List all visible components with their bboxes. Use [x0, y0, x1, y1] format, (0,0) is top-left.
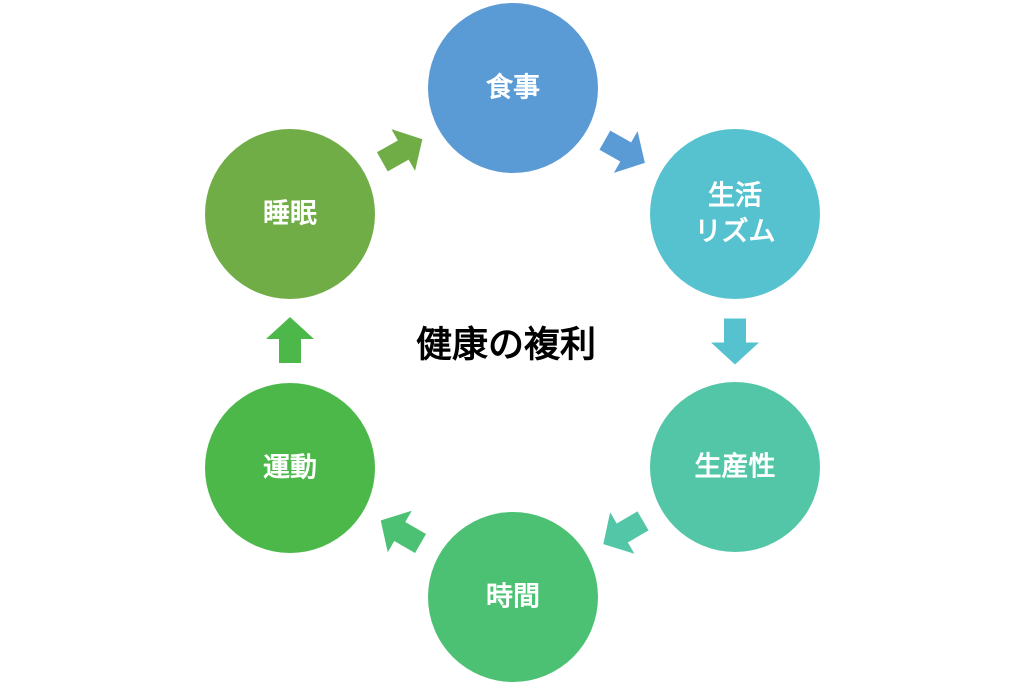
- node-circle-sleep: [205, 129, 375, 299]
- node-meal: 食事: [428, 3, 598, 173]
- node-label-productivity: 生産性: [695, 451, 776, 483]
- arrow-meal-to-rhythm: [599, 130, 645, 173]
- arrow-productivity-to-time: [603, 511, 649, 554]
- node-time: 時間: [428, 512, 598, 682]
- arrow-time-to-exercise: [380, 510, 427, 554]
- node-circle-time: [428, 512, 598, 682]
- arrows-layer: [266, 129, 759, 554]
- node-label-time: 時間: [486, 582, 540, 613]
- node-sleep: 睡眠: [205, 129, 375, 299]
- node-circle-productivity: [650, 382, 820, 552]
- node-circle-meal: [428, 3, 598, 173]
- node-productivity: 生産性: [650, 382, 820, 552]
- center-title: 健康の複利: [416, 324, 596, 366]
- arrow-sleep-to-meal: [376, 129, 423, 172]
- arrow-rhythm-to-productivity: [711, 318, 759, 365]
- node-label-sleep: 睡眠: [263, 199, 317, 230]
- node-label-rhythm: 生活: [708, 181, 762, 212]
- node-circle-exercise: [205, 383, 375, 553]
- arrow-exercise-to-sleep: [266, 317, 314, 363]
- node-label-rhythm: リズム: [695, 216, 776, 248]
- node-circle-rhythm: [650, 129, 820, 299]
- node-label-meal: 食事: [486, 72, 540, 104]
- node-exercise: 運動: [205, 383, 375, 553]
- node-label-exercise: 運動: [263, 453, 317, 484]
